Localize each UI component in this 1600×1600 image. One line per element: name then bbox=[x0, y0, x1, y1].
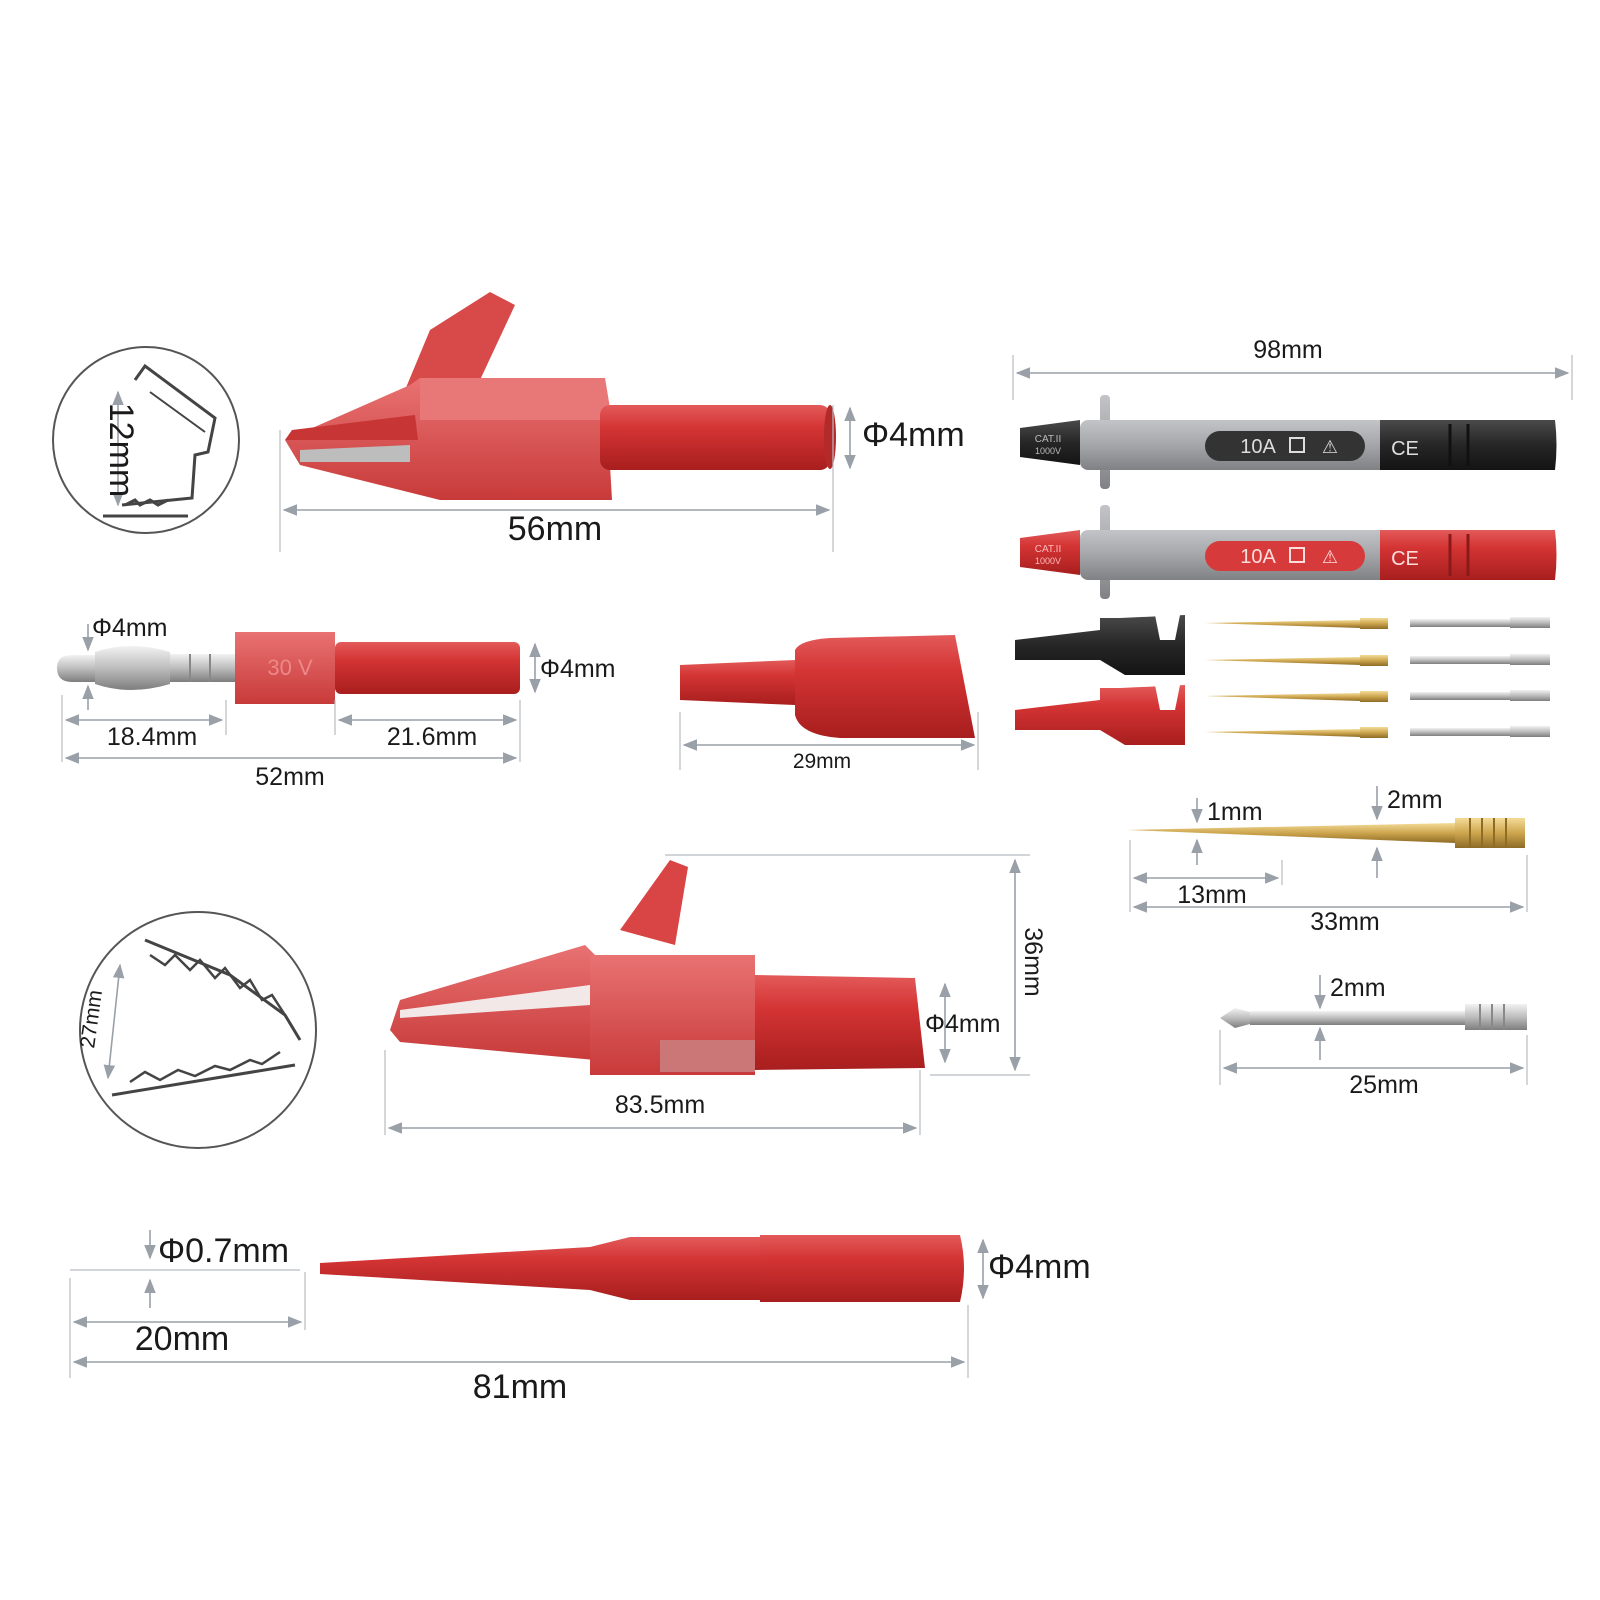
jaw-detail-circle-small: 12mm bbox=[52, 346, 240, 534]
plug-body-diameter: Φ4mm bbox=[540, 655, 616, 683]
jaw-opening-small-label: 12mm bbox=[102, 403, 140, 497]
gold-pin-taper-length: 13mm bbox=[1177, 881, 1246, 909]
banana-plug: 30 V Φ4mm 18.4mm 21.6mm 52mm Φ4mm bbox=[57, 614, 616, 791]
clip-lever bbox=[405, 292, 515, 390]
alligator-small-length: 56mm bbox=[508, 510, 602, 548]
black-test-probe: CAT.II 1000V 10A ⚠ CE bbox=[1020, 395, 1557, 489]
gold-pin-body-diameter: 2mm bbox=[1387, 786, 1443, 814]
cap-length: 29mm bbox=[793, 750, 851, 773]
alligator-large-diameter: Φ4mm bbox=[925, 1010, 1001, 1038]
alligator-large-length: 83.5mm bbox=[615, 1091, 705, 1119]
svg-text:1000V: 1000V bbox=[1035, 556, 1061, 566]
plug-tip-length: 18.4mm bbox=[107, 723, 197, 751]
probe-length: 98mm bbox=[1253, 336, 1322, 364]
gold-pin-tip-diameter: 1mm bbox=[1207, 798, 1263, 826]
plug-total-length: 52mm bbox=[255, 763, 324, 791]
spare-pins bbox=[1205, 617, 1550, 738]
pin-probe-diameter: Φ4mm bbox=[988, 1248, 1091, 1286]
svg-text:CE: CE bbox=[1391, 438, 1419, 460]
svg-text:1000V: 1000V bbox=[1035, 446, 1061, 456]
svg-text:CE: CE bbox=[1391, 548, 1419, 570]
red-probe-rating: 10A bbox=[1240, 546, 1276, 568]
clip-sleeve bbox=[600, 405, 830, 470]
warning-icon: ⚠ bbox=[1322, 547, 1338, 567]
alligator-large-height: 36mm bbox=[1019, 927, 1047, 996]
gold-pin: 1mm 2mm 13mm 33mm bbox=[1127, 786, 1528, 936]
svg-text:CAT.II: CAT.II bbox=[1035, 544, 1061, 555]
pin-probe-total-length: 81mm bbox=[473, 1368, 567, 1406]
steel-pin-length: 25mm bbox=[1349, 1071, 1418, 1099]
jaw-detail-circle-large: 27mm bbox=[76, 911, 317, 1149]
pin-probe: Φ0.7mm 20mm 81mm Φ4mm bbox=[69, 1230, 1091, 1406]
red-test-probe: CAT.II 1000V 10A ⚠ CE bbox=[1020, 505, 1557, 599]
pin-probe-tip-diameter: Φ0.7mm bbox=[158, 1232, 289, 1270]
black-probe-cap bbox=[1015, 615, 1185, 675]
insulating-cap: 29mm bbox=[679, 635, 979, 773]
red-probe-cap bbox=[1015, 685, 1185, 745]
svg-text:CAT.II: CAT.II bbox=[1035, 434, 1061, 445]
alligator-clip-small: 12mm 56mm Φ4mm bbox=[52, 292, 965, 552]
black-probe-badge bbox=[1205, 431, 1365, 461]
plug-tip-diameter: Φ4mm bbox=[92, 614, 168, 642]
steel-pin-diameter: 2mm bbox=[1330, 974, 1386, 1002]
warning-icon: ⚠ bbox=[1322, 437, 1338, 457]
gold-pin-total-length: 33mm bbox=[1310, 908, 1379, 936]
steel-pin: 2mm 25mm bbox=[1219, 974, 1528, 1099]
alligator-clip-large: 27mm 36mm Φ4mm 83.5mm bbox=[76, 854, 1047, 1149]
pin-probe-taper-length: 20mm bbox=[135, 1320, 229, 1358]
red-probe-badge bbox=[1205, 541, 1365, 571]
plug-sleeve-length: 21.6mm bbox=[387, 723, 477, 751]
alligator-small-diameter: Φ4mm bbox=[862, 416, 965, 454]
plug-marking: 30 V bbox=[267, 655, 313, 680]
black-probe-rating: 10A bbox=[1240, 436, 1276, 458]
plug-hex-body bbox=[235, 632, 335, 704]
test-probes: 98mm CAT.II 1000V 10A ⚠ CE CAT.II 1000V bbox=[1012, 336, 1573, 745]
